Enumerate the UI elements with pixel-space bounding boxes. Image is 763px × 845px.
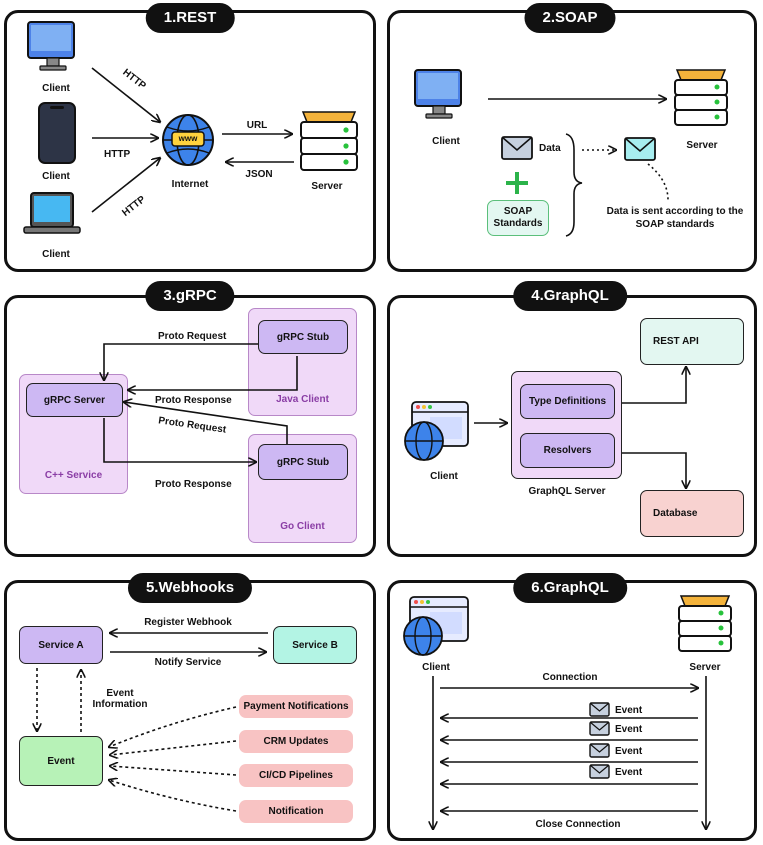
grpc-title: 3.gRPC	[145, 281, 235, 311]
phone-icon	[38, 102, 76, 164]
event-envelope-icon-2	[589, 721, 610, 736]
internet-label: Internet	[171, 179, 209, 190]
payment-notifications-box: Payment Notifications	[239, 695, 353, 718]
service-b-label: Service B	[292, 639, 338, 651]
internet-globe-icon	[162, 114, 214, 166]
soap-server-label: Server	[686, 140, 718, 151]
notification-box: Notification	[239, 800, 353, 823]
event-envelope-icon-1	[589, 702, 610, 717]
laptop-icon	[23, 192, 81, 234]
soap-title: 2.SOAP	[524, 3, 616, 33]
event-label-4: Event	[615, 767, 643, 778]
graphql2-title: 6.GraphQL	[513, 573, 627, 603]
grpc-stub-java-label: gRPC Stub	[276, 331, 330, 343]
rest-client-phone-label: Client	[42, 171, 70, 182]
rest-client-desktop-label: Client	[42, 83, 70, 94]
rest-client-laptop-label: Client	[42, 249, 70, 260]
soap-data-label: Data	[539, 143, 561, 154]
graphql-client-label: Client	[430, 471, 458, 482]
payment-notifications-label: Payment Notifications	[243, 701, 349, 712]
soap-standards-line1: SOAP	[503, 206, 533, 217]
cicd-pipelines-label: CI/CD Pipelines	[259, 770, 333, 781]
cpp-service-label: C++ Service	[44, 470, 103, 481]
event-label-3: Event	[615, 746, 643, 757]
graphql2-browser-globe-icon	[403, 596, 469, 656]
register-webhook-label: Register Webhook	[144, 617, 232, 628]
http-label-mid: HTTP	[104, 149, 131, 160]
crm-updates-box: CRM Updates	[239, 730, 353, 753]
go-client-label: Go Client	[280, 521, 325, 532]
rest-server-label: Server	[311, 181, 343, 192]
rest-server-icon	[300, 111, 358, 171]
event-envelope-icon-3	[589, 743, 610, 758]
grpc-server-box: gRPC Server	[26, 383, 123, 417]
database-label: Database	[653, 508, 698, 519]
event-label-1: Event	[615, 705, 643, 716]
envelope-icon	[501, 136, 533, 160]
soap-message-envelope-icon	[624, 137, 656, 161]
event-information-line1: Event	[106, 688, 134, 699]
service-b-box: Service B	[273, 626, 357, 664]
grpc-stub-go: gRPC Stub	[258, 444, 348, 480]
www-label: www	[178, 134, 198, 143]
json-label: JSON	[245, 169, 273, 180]
rest-title: 1.REST	[145, 3, 235, 33]
graphql2-server-label: Server	[689, 662, 721, 673]
rest-api-box: REST API	[640, 318, 744, 365]
proto-response-top: Proto Response	[155, 395, 232, 406]
resolvers-box: Resolvers	[520, 433, 615, 468]
graphql2-client-label: Client	[422, 662, 450, 673]
curly-brace	[565, 133, 583, 237]
soap-note-line2: SOAP standards	[635, 219, 715, 230]
event-label: Event	[47, 755, 75, 767]
grpc-stub-go-label: gRPC Stub	[276, 456, 330, 468]
event-label-2: Event	[615, 724, 643, 735]
notify-service-label: Notify Service	[154, 657, 222, 668]
soap-client-label: Client	[432, 136, 460, 147]
service-a-label: Service A	[38, 639, 84, 651]
plus-icon	[506, 172, 528, 194]
soap-server-icon	[674, 69, 728, 126]
event-envelope-icon-4	[589, 764, 610, 779]
service-a-box: Service A	[19, 626, 103, 664]
graphql-title: 4.GraphQL	[513, 281, 627, 311]
database-box: Database	[640, 490, 744, 537]
soap-client-desktop-icon	[414, 69, 462, 119]
cicd-pipelines-box: CI/CD Pipelines	[239, 764, 353, 787]
event-box: Event	[19, 736, 103, 786]
url-label: URL	[246, 120, 268, 131]
java-client-label: Java Client	[276, 394, 329, 405]
browser-globe-icon	[404, 401, 469, 461]
event-information-line2: Information	[92, 699, 148, 710]
graphql-server-label: GraphQL Server	[528, 486, 606, 497]
graphql2-server-icon	[678, 595, 732, 652]
grpc-stub-java: gRPC Stub	[258, 320, 348, 354]
resolvers-label: Resolvers	[543, 445, 592, 456]
proto-response-bottom: Proto Response	[155, 479, 232, 490]
type-definitions-label: Type Definitions	[528, 396, 607, 407]
soap-note-line1: Data is sent according to the	[606, 206, 744, 217]
soap-standards-box: SOAP Standards	[487, 200, 549, 236]
webhooks-title: 5.Webhooks	[127, 573, 253, 603]
type-definitions-box: Type Definitions	[520, 384, 615, 419]
soap-standards-line2: Standards	[493, 218, 543, 229]
close-connection-label: Close Connection	[535, 819, 621, 830]
proto-request-top: Proto Request	[158, 331, 227, 342]
grpc-server-label: gRPC Server	[43, 394, 106, 406]
notification-label: Notification	[268, 806, 324, 817]
crm-updates-label: CRM Updates	[263, 736, 329, 747]
rest-api-label: REST API	[653, 336, 699, 347]
connection-label: Connection	[542, 672, 598, 683]
desktop-icon	[27, 21, 75, 71]
